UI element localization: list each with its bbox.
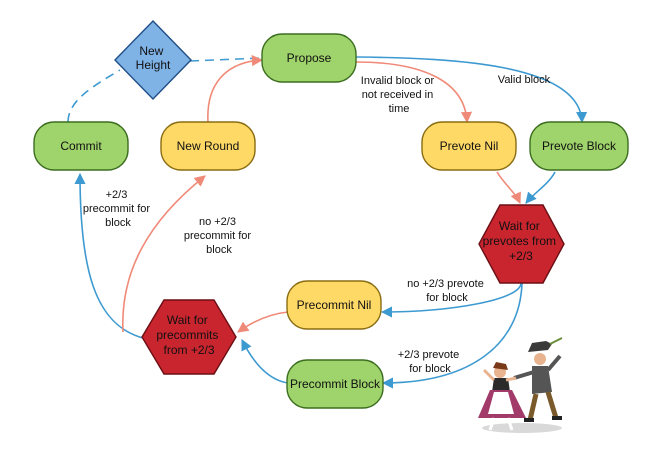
edge-new-round-to-propose [207,54,264,123]
precommit-nil-label: Precommit Nil [297,298,372,312]
edge-label-commit-precommit-line-1: +2/3 [106,189,128,201]
edge-prevote-nil-to-wait-prevotes [496,171,521,205]
edges [67,54,588,389]
edge-label-commit-precommit: +2/3 precommit for block [83,189,153,229]
edge-label-no-precommit-line-1: no +2/3 [199,216,236,228]
wait-precommits-line-1: Wait for [167,313,208,327]
edge-wait-prevotes-to-precommit-nil [380,282,522,318]
edge-label-prevote-for-block-line-2: for block [409,363,451,375]
propose-label: Propose [287,51,332,65]
edge-label-invalid-block: Invalid block or not received in time [361,75,437,115]
node-prevote-block: Prevote Block [529,121,629,171]
edge-label-no-precommit-line-3: block [206,244,232,256]
node-prevote-nil: Prevote Nil [421,121,517,171]
new-height-label-line-2: Height [136,58,171,72]
new-height-label-line-1: New [139,44,163,58]
svg-text:Wait for prevotes from: Wait for prevotes from +2/3 [483,219,560,263]
wait-precommits-line-3: from +2/3 [163,343,214,357]
wait-prevotes-line-3: +2/3 [509,249,533,263]
node-new-round: New Round [160,121,256,171]
node-precommit-nil: Precommit Nil [286,280,382,330]
edge-label-commit-precommit-line-3: block [105,217,131,229]
edge-label-prevote-for-block: +2/3 prevote for block [398,349,463,375]
node-wait-precommits: Wait for precommits from +2/3 [141,299,237,375]
prevote-nil-label: Prevote Nil [440,139,499,153]
node-new-height: New Height [114,19,192,101]
edge-label-prevote-for-block-line-1: +2/3 prevote [398,349,459,361]
edge-label-valid-block: Valid block [498,74,551,86]
node-commit: Commit [33,121,129,171]
edge-label-invalid-block-line-3: time [389,103,410,115]
prevote-block-label: Prevote Block [542,139,617,153]
edge-label-no-prevote-line-1: no +2/3 prevote [407,278,484,290]
edge-prevote-block-to-wait-prevotes [525,171,556,204]
edge-wait-precommits-to-commit [74,172,144,339]
edge-label-invalid-block-line-2: not received in [362,89,434,101]
wait-prevotes-line-1: Wait for [499,219,540,233]
node-precommit-block: Precommit Block [286,359,384,409]
edge-precommit-block-to-wait-precommits [241,338,289,384]
svg-text:New Height: New Height [136,44,171,72]
new-round-label: New Round [177,139,240,153]
wait-precommits-line-2: precommits [156,328,218,342]
commit-label: Commit [60,139,102,153]
wait-prevotes-line-2: prevotes from [483,234,556,248]
node-propose: Propose [261,33,357,83]
edge-precommit-nil-to-wait-precommits [237,311,289,333]
precommit-block-label: Precommit Block [290,377,381,391]
edge-label-no-prevote-line-2: for block [426,292,468,304]
edge-label-commit-precommit-line-2: precommit for [83,203,151,215]
edge-propose-to-prevote-nil [355,61,473,124]
edge-label-invalid-block-line-1: Invalid block or [361,75,435,87]
svg-text:Wait for precommits: Wait for precommits from +2/3 [156,313,221,357]
edge-wait-precommits-to-new-round [122,175,206,333]
edge-wait-prevotes-to-precommit-block [381,282,523,389]
edge-commit-to-new-height [67,69,121,123]
node-wait-prevotes: Wait for prevotes from +2/3 [478,204,565,284]
edge-label-no-prevote: no +2/3 prevote for block [407,278,487,304]
edge-label-no-precommit: no +2/3 precommit for block [184,216,254,256]
dancing-couple-icon [478,337,563,433]
edge-propose-to-prevote-block [355,56,588,124]
edge-label-no-precommit-line-2: precommit for [184,230,252,242]
edge-new-height-to-propose [189,57,263,62]
